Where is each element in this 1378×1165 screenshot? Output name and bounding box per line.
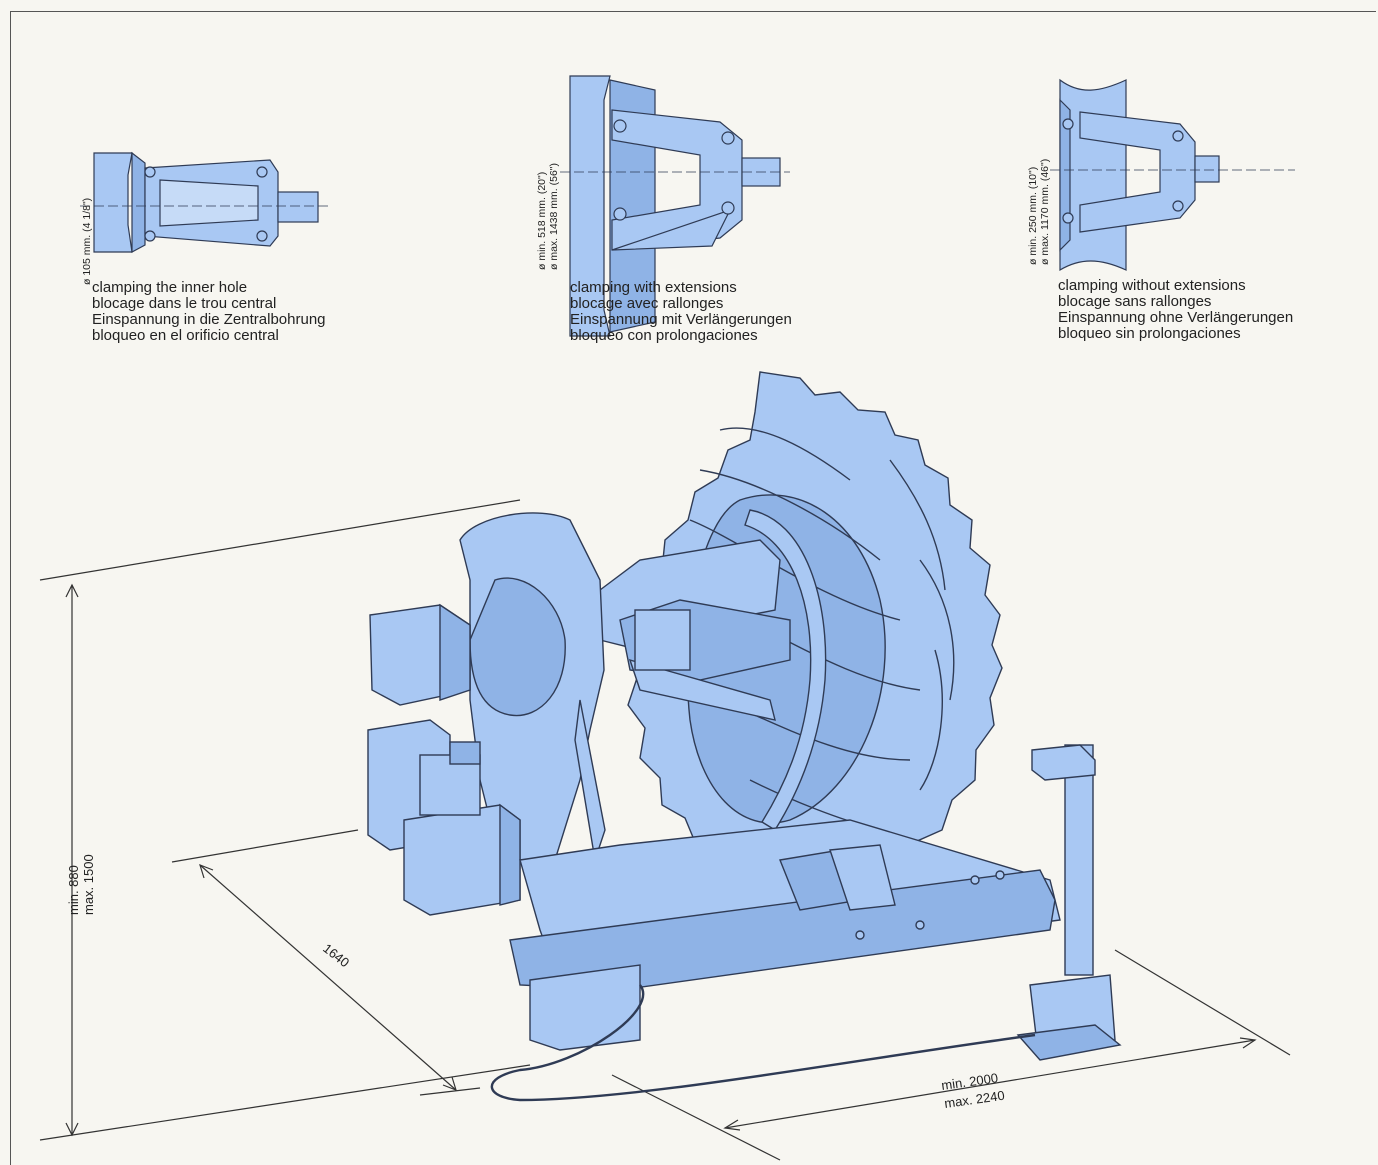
dim-extensions-max: ø max. 1438 mm. (56") — [548, 163, 560, 270]
dim-no-extensions-min: ø min. 250 mm. (10") — [1027, 167, 1039, 265]
dim-no-extensions-max: ø max. 1170 mm. (46") — [1039, 159, 1051, 265]
caption-line-de: Einspannung in die Zentralbohrung — [92, 311, 326, 328]
caption-line-es: bloqueo en el orificio central — [92, 327, 279, 344]
dim-depth: 1640 — [320, 941, 352, 971]
caption-line-es: bloqueo con prolongaciones — [570, 327, 758, 344]
dim-height-min: min. 880 — [66, 865, 81, 915]
hydraulic-hose — [490, 984, 1036, 1102]
caption-line-fr: blocage sans rallonges — [1058, 293, 1212, 310]
caption-line-fr: blocage avec rallonges — [570, 295, 724, 312]
hydraulic-unit — [367, 719, 521, 916]
caption-line-es: bloqueo sin prolongaciones — [1058, 325, 1241, 342]
clamp-diagram-with-extensions — [560, 75, 790, 337]
caption-line-en: clamping without extensions — [1058, 277, 1246, 294]
clamp-diagram-inner-hole — [80, 151, 330, 254]
caption-inner-hole: clamping the inner hole blocage dans le … — [92, 280, 326, 344]
clamp-diagram-without-extensions — [1050, 78, 1295, 272]
caption-line-fr: blocage dans le trou central — [92, 295, 277, 312]
caption-line-de: Einspannung ohne Verlängerungen — [1058, 309, 1294, 326]
dim-inner-hole: ø 105 mm. (4 1/8") — [81, 198, 93, 285]
machine-column — [369, 512, 606, 861]
rim-and-clamp-arms — [599, 509, 827, 831]
dimension-lines — [39, 499, 1291, 1161]
frame-border — [10, 11, 1376, 1165]
caption-line-en: clamping with extensions — [570, 279, 737, 296]
machine-base — [509, 819, 1061, 1051]
caption-without-extensions: clamping without extensions blocage sans… — [1058, 278, 1293, 342]
caption-line-de: Einspannung mit Verlängerungen — [570, 311, 792, 328]
dim-extensions-min: ø min. 518 mm. (20") — [536, 172, 548, 270]
control-pedestal — [1016, 744, 1122, 1061]
caption-line-en: clamping the inner hole — [92, 279, 248, 296]
dim-height-max: max. 1500 — [81, 854, 96, 915]
caption-with-extensions: clamping with extensions blocage avec ra… — [570, 280, 792, 344]
